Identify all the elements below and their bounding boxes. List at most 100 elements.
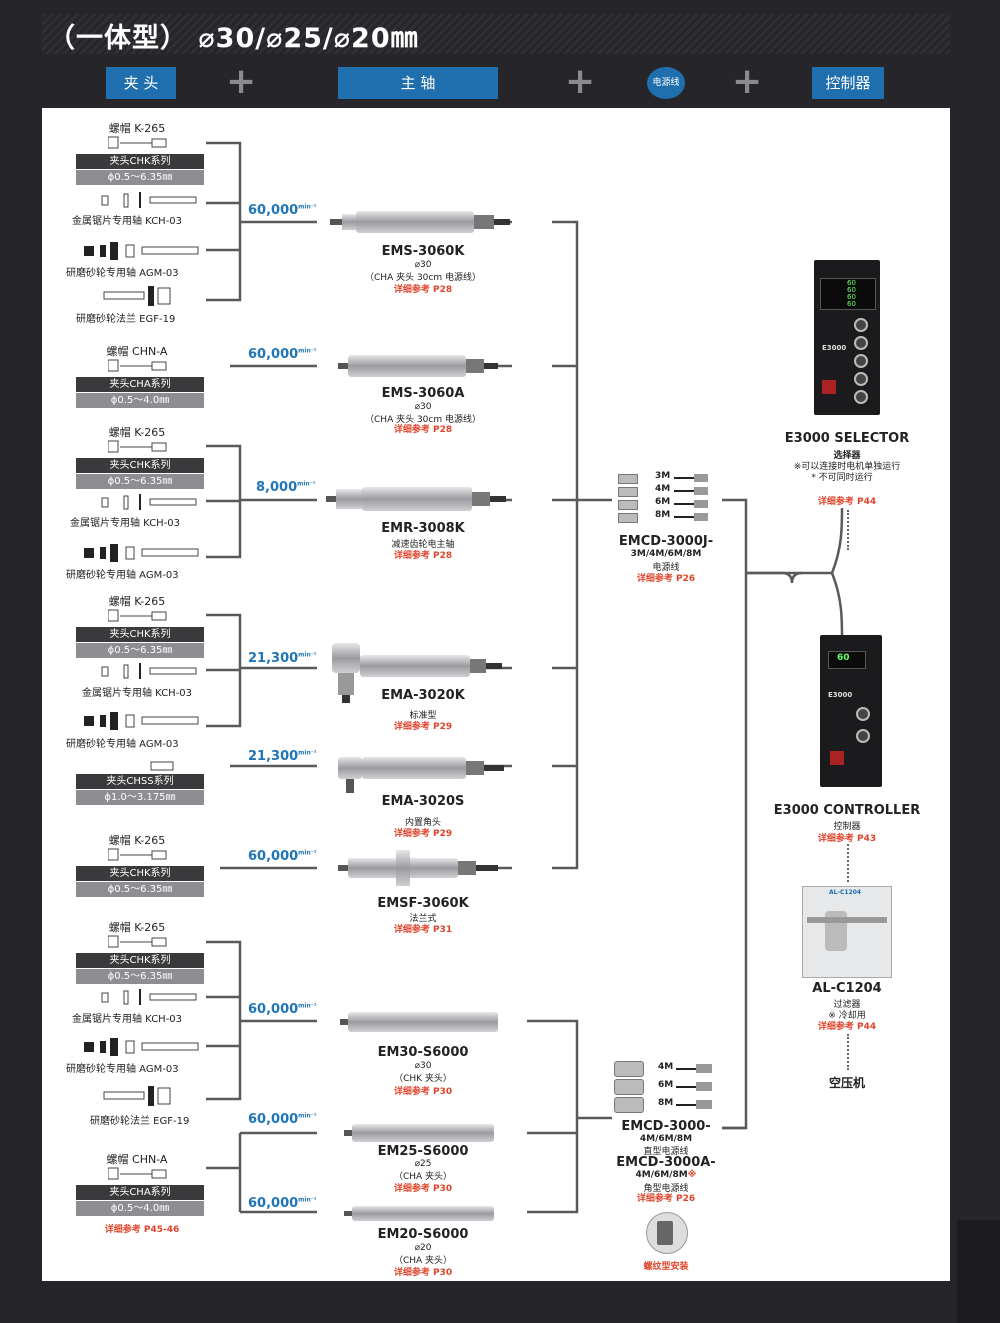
spindle-note: 法兰式	[409, 914, 437, 924]
speed-label: 60,000min⁻¹	[248, 849, 317, 864]
cable-row: 3M	[618, 471, 710, 485]
saw-shaft-icon	[101, 989, 197, 1005]
power-switch-icon	[830, 751, 844, 765]
reference-link: 详细参考 P45-46	[104, 1225, 180, 1235]
selector-model: E3000 SELECTOR	[784, 431, 910, 446]
accessory-label: 金属锯片专用轴 KCH-03	[72, 1014, 183, 1025]
cable-row: 8M	[614, 1096, 714, 1114]
cable-row: 8M	[618, 510, 710, 524]
spindle-size: ⌀30	[414, 402, 432, 412]
spindle-image	[338, 757, 504, 793]
speed-label: 21,300min⁻¹	[248, 749, 317, 764]
cable-lengths: 4M/6M/8M※	[635, 1170, 697, 1180]
controller-brand: E3000	[828, 691, 853, 699]
cable-desc: 电源线	[652, 563, 680, 573]
chuck-range-bar: ϕ0.5～6.35㎜	[76, 643, 204, 658]
connector-icon	[856, 729, 870, 743]
spindle-note: 减速齿轮电主轴	[391, 540, 455, 550]
reference-link: 详细参考 P31	[393, 925, 453, 935]
spindle-model: EM25-S6000	[377, 1144, 469, 1159]
chuck-range-bar: ϕ1.0～3.175㎜	[76, 790, 204, 805]
cable-model: EMCD-3000J-	[618, 534, 714, 549]
cap-label: 螺帽 K-265	[108, 921, 166, 934]
saw-shaft-icon	[101, 192, 197, 208]
cap-label: 螺帽 K-265	[108, 834, 166, 847]
tab-controller: 控制器	[812, 67, 884, 99]
controller-cn: 控制器	[833, 822, 861, 832]
chuck-range-bar: ϕ0.5～6.35㎜	[76, 170, 204, 185]
spindle-image	[340, 1012, 498, 1032]
connector-icon	[854, 336, 868, 350]
plus-icon: +	[565, 61, 596, 102]
controller-display: 60	[828, 651, 866, 669]
header-banner: （一体型） ⌀30/⌀25/⌀20㎜	[42, 14, 950, 54]
reference-link: 详细参考 P28	[393, 285, 453, 295]
cable-desc: 直型电源线	[643, 1147, 689, 1157]
accessory-label: 研磨砂轮专用轴 AGM-03	[66, 268, 179, 279]
reference-link: 详细参考 P26	[636, 574, 696, 584]
cable-row: 4M	[618, 484, 710, 498]
speed-label: 8,000min⁻¹	[256, 480, 316, 495]
filter-unit: AL-C1204	[802, 886, 892, 978]
reference-link: 详细参考 P30	[393, 1268, 453, 1278]
reference-link: 详细参考 P44	[817, 497, 877, 507]
filter-note: ※ 冷却用	[828, 1011, 866, 1021]
plus-icon: +	[732, 61, 763, 102]
filter-plate-label: AL-C1204	[829, 889, 862, 896]
cap-label: 螺帽 CHN-A	[106, 1153, 168, 1166]
spindle-size: ⌀30	[414, 260, 432, 270]
spindle-model: EMSF-3060K	[377, 896, 469, 911]
cap-icon	[108, 935, 167, 948]
reference-link: 详细参考 P29	[393, 829, 453, 839]
selector-note: ※可以连接时电机单独运行	[793, 462, 901, 472]
spindle-size: ⌀25	[414, 1159, 432, 1169]
speed-label: 60,000min⁻¹	[248, 203, 317, 218]
cable-model: EMCD-3000A-	[616, 1155, 716, 1170]
spindle-model: EM20-S6000	[377, 1227, 469, 1242]
power-switch-icon	[822, 380, 836, 394]
cap-icon	[108, 1167, 167, 1180]
tab-cable: 电源线	[647, 67, 685, 99]
speed-label: 60,000min⁻¹	[248, 1002, 317, 1017]
connector-icon	[856, 707, 870, 721]
cap-icon	[108, 609, 167, 622]
system-diagram-panel: 螺帽 K-265 夹头CHK系列 ϕ0.5～6.35㎜ 金属锯片专用轴 KCH-…	[42, 108, 950, 1281]
spindle-model: EMA-3020K	[381, 688, 465, 703]
cable-desc: 角型电源线	[643, 1184, 689, 1194]
connector-icon	[854, 390, 868, 404]
collet-icon	[150, 761, 174, 771]
dotted-connector	[847, 510, 851, 550]
controller-unit: 60 E3000	[820, 635, 882, 787]
spindle-model: EM30-S6000	[377, 1045, 469, 1060]
chuck-series-bar: 夹头CHK系列	[76, 458, 204, 473]
spindle-note: （CHA 夹头 30cm 电源线）	[365, 415, 481, 425]
spindle-image	[326, 487, 506, 511]
accessory-label: 研磨砂轮专用轴 AGM-03	[66, 1064, 179, 1075]
cable-row: 4M	[614, 1060, 714, 1078]
chuck-series-bar: 夹头CHA系列	[76, 377, 204, 392]
spindle-size: ⌀20	[414, 1243, 432, 1253]
cap-label: 螺帽 CHN-A	[106, 345, 168, 358]
chuck-range-bar: ϕ0.5～6.35㎜	[76, 969, 204, 984]
chuck-series-bar: 夹头CHSS系列	[76, 774, 204, 789]
connector-icon	[854, 372, 868, 386]
accessory-label: 金属锯片专用轴 KCH-03	[72, 216, 183, 227]
spindle-image	[332, 643, 502, 703]
reference-link: 详细参考 P30	[393, 1184, 453, 1194]
chuck-range-bar: ϕ0.5～4.0㎜	[76, 393, 204, 408]
filter-cn: 过滤器	[833, 1000, 861, 1010]
chuck-range-bar: ϕ0.5～4.0㎜	[76, 1201, 204, 1216]
cable-row: 6M	[618, 497, 710, 511]
reference-link: 详细参考 P26	[636, 1194, 696, 1204]
grinder-shaft-icon	[84, 544, 199, 562]
spindle-model: EMS-3060K	[381, 244, 465, 259]
grinder-shaft-icon	[84, 242, 199, 260]
reference-link: 详细参考 P28	[393, 551, 453, 561]
cable-lengths: 4M/6M/8M	[639, 1134, 693, 1144]
page-title: （一体型） ⌀30/⌀25/⌀20㎜	[48, 23, 419, 54]
spindle-model: EMS-3060A	[381, 386, 465, 401]
speed-label: 21,300min⁻¹	[248, 651, 317, 666]
chuck-series-bar: 夹头CHK系列	[76, 627, 204, 642]
dotted-connector	[847, 844, 851, 882]
dotted-connector	[847, 1034, 851, 1070]
